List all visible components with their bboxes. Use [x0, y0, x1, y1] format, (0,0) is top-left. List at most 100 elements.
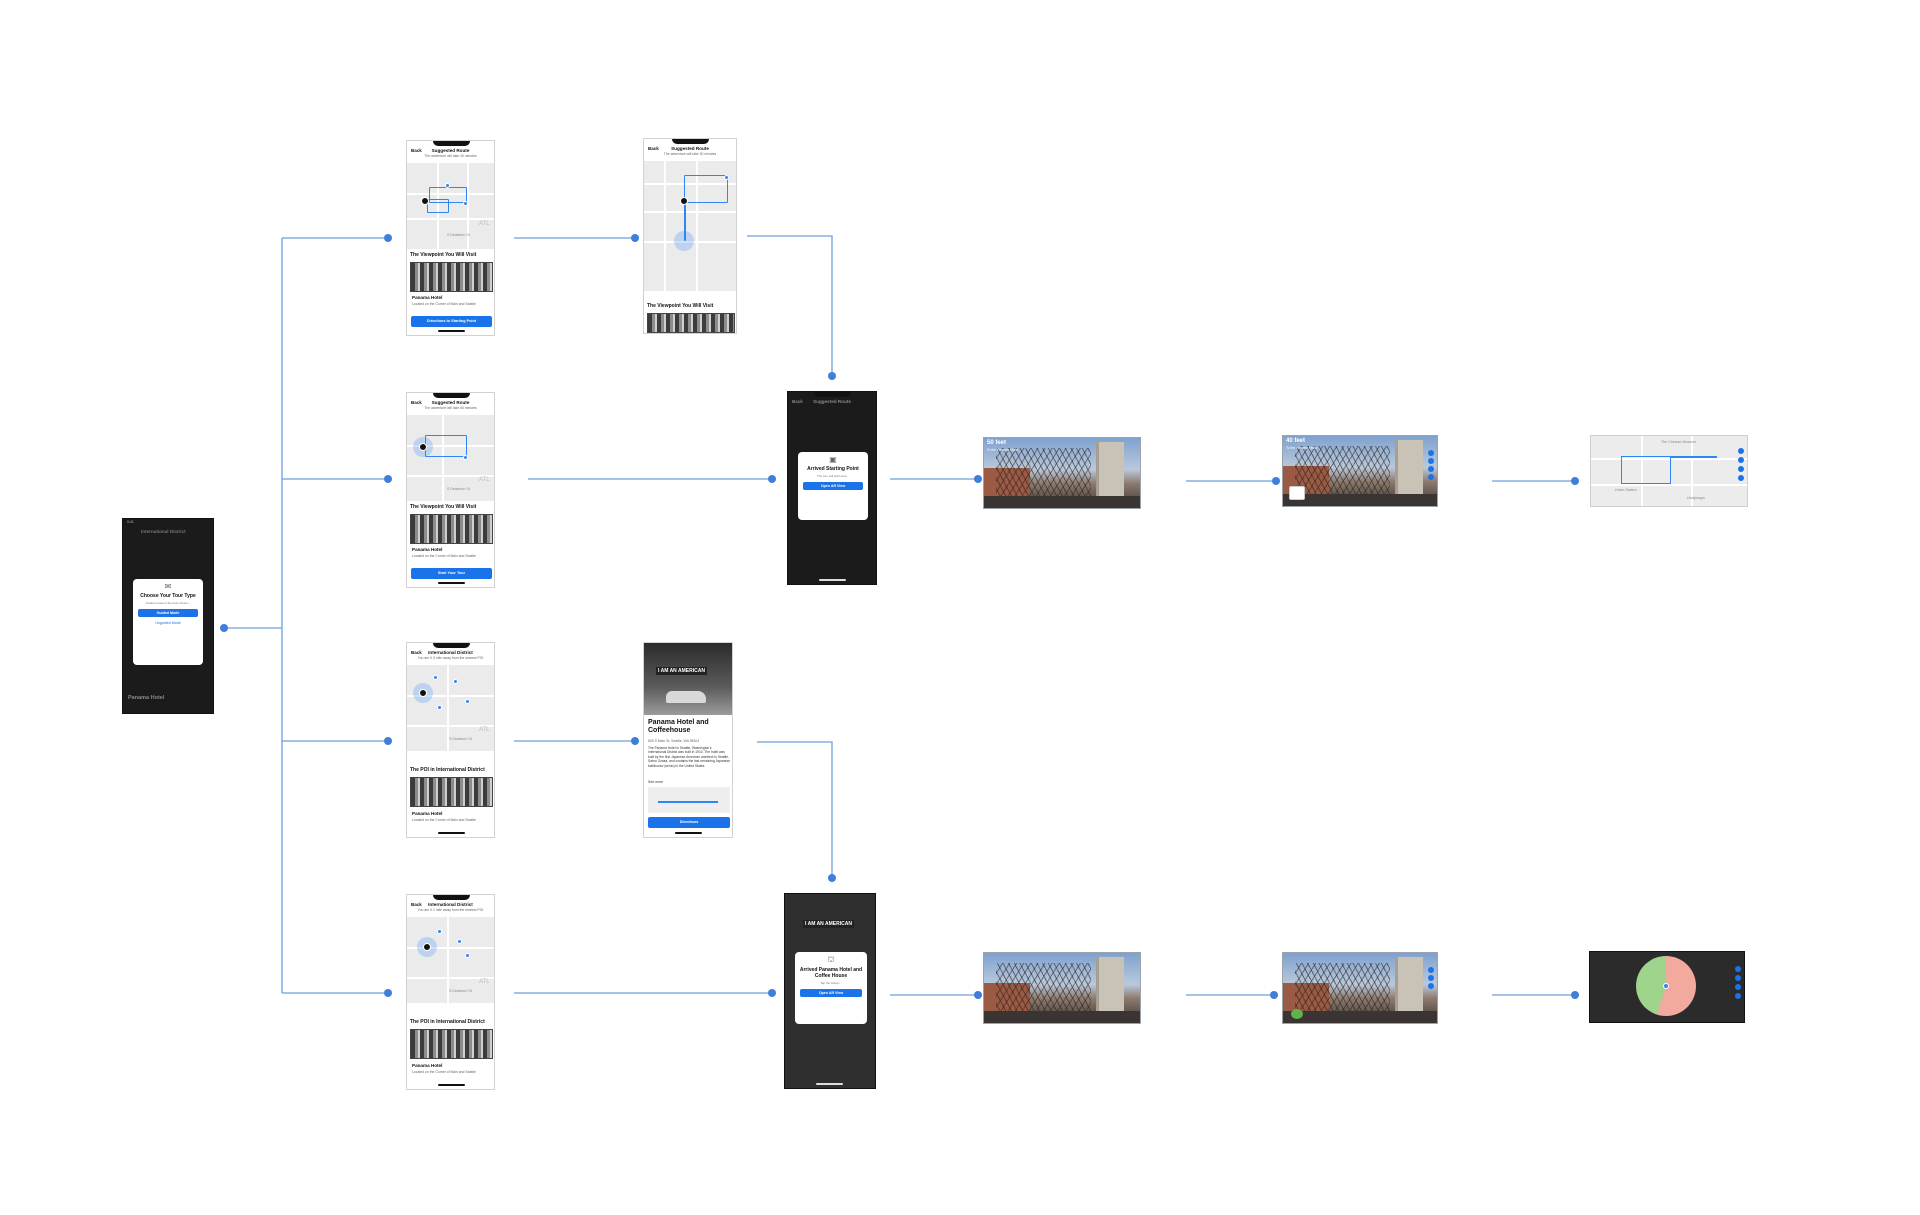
radar-toolbar: [1735, 966, 1742, 1002]
nav-title: Suggested Route: [431, 148, 470, 153]
poi-photo: [647, 313, 735, 333]
camera-icon[interactable]: [1735, 975, 1741, 981]
poi-map[interactable]: S Dearborn St ATL: [407, 917, 494, 1003]
ar-distance: 50 feet: [987, 440, 1007, 446]
arrived-start-modal: ▣ Arrived Starting Point The tour will s…: [798, 452, 868, 520]
poi-directions-button[interactable]: Directions: [648, 817, 730, 828]
back-button[interactable]: Back: [411, 902, 422, 907]
node-branch-4: [384, 989, 392, 997]
route-map[interactable]: S Dearborn St ATL: [407, 415, 494, 501]
poi-pin: [433, 675, 438, 680]
node-radar: [1571, 991, 1579, 999]
map-label: ATL: [479, 979, 490, 985]
poi-name: Panama Hotel: [412, 811, 443, 816]
layers-icon[interactable]: [1428, 450, 1434, 456]
current-location-pin: [419, 689, 427, 697]
ar-toolbar: [1428, 967, 1435, 991]
node-arrived-start-left: [768, 475, 776, 483]
layers-icon[interactable]: [1738, 448, 1744, 454]
node-arrived-poi-top: [828, 874, 836, 882]
ar-icon: ▣: [829, 455, 837, 464]
status-time: 9:41: [127, 520, 134, 524]
poi-photo: [410, 777, 493, 807]
open-ar-view-button[interactable]: Open AR View: [803, 481, 863, 490]
nav-title: Suggested Route: [813, 399, 851, 404]
arrived-poi-body: Tap the button...: [820, 981, 842, 985]
camera-icon[interactable]: [1738, 457, 1744, 463]
mini-map[interactable]: [1289, 486, 1305, 500]
nav-subtitle: The adventure will take 40 minutes: [424, 154, 477, 158]
nav-title: Suggested Route: [671, 146, 709, 151]
nav-title: International District: [428, 902, 473, 907]
map-view[interactable]: The Chinese Museum Union Station Uwajima…: [1590, 435, 1748, 507]
poi-detail-screen: I AM AN AMERICAN Panama Hotel and Coffee…: [643, 642, 733, 838]
poi-hero-photo: I AM AN AMERICAN: [644, 643, 732, 715]
nav-title: International District: [428, 650, 473, 655]
poi-subtitle: Located on the Corner of Main and Seattl…: [412, 302, 476, 306]
layers-icon[interactable]: [1735, 966, 1741, 972]
ar-view-4[interactable]: [1282, 952, 1438, 1024]
navigation-icon[interactable]: [1735, 984, 1741, 990]
close-icon[interactable]: [1428, 474, 1434, 480]
nav-subtitle: The adventure will take 30 minutes: [663, 152, 717, 156]
info-icon[interactable]: [1428, 466, 1434, 472]
nav-subtitle: You are 0.3 mile away from the nearest P…: [417, 656, 484, 660]
sheet-title: The Viewpoint You Will Visit: [410, 504, 477, 510]
unguided-mode-link[interactable]: Unguided Mode: [155, 620, 181, 625]
arrived-poi-modal: ⛫ Arrived Panama Hotel and Coffee House …: [795, 952, 867, 1024]
directions-screen: Back Suggested Route The adventure will …: [643, 138, 737, 334]
open-ar-view-button[interactable]: Open AR View: [800, 988, 862, 997]
back-button[interactable]: Back: [411, 650, 422, 655]
phone-notch: [814, 392, 851, 397]
back-button[interactable]: Back: [411, 400, 422, 405]
poi-pin: [445, 183, 450, 188]
guided-mode-button[interactable]: Guided Mode: [138, 608, 198, 617]
location-halo: [674, 231, 694, 251]
radar-view[interactable]: [1589, 951, 1745, 1023]
ar-view-1[interactable]: 50 feet To the Panama Hotel: [983, 437, 1141, 509]
start-footer-title: Panama Hotel: [128, 695, 165, 701]
nav-bar: Back International District You are 0.3 …: [407, 648, 494, 665]
car-icon: [666, 691, 706, 703]
info-icon[interactable]: [1428, 983, 1434, 989]
back-button[interactable]: Back: [411, 148, 422, 153]
map-label: S Dearborn St: [447, 487, 470, 491]
route-map[interactable]: S Dearborn St ATL: [407, 163, 494, 249]
home-indicator: [438, 582, 465, 584]
directions-button[interactable]: Directions to Starting Point: [411, 316, 492, 327]
map-label: The Chinese Museum: [1661, 440, 1697, 444]
route-line: [425, 435, 467, 457]
ar-view-2[interactable]: 40 feet To the Panama Hotel: [1282, 435, 1438, 507]
poi-pin: [463, 455, 468, 460]
arrived-poi-title: Arrived Panama Hotel and Coffee House: [799, 967, 863, 979]
poi-pin: [465, 953, 470, 958]
map-label: Union Station: [1615, 488, 1637, 492]
start-tour-button[interactable]: Start Your Tour: [411, 568, 492, 579]
sheet-title: The Viewpoint You Will Visit: [410, 252, 477, 258]
layers-icon[interactable]: [1428, 967, 1434, 973]
poi-banner-text: I AM AN AMERICAN: [803, 920, 854, 928]
node-directions: [631, 234, 639, 242]
back-button[interactable]: Back: [648, 146, 659, 151]
poi-pin: [463, 201, 468, 206]
route-line: [1671, 456, 1717, 458]
home-indicator: [438, 1084, 465, 1086]
directions-map[interactable]: [644, 161, 736, 291]
back-button[interactable]: Back: [792, 399, 803, 404]
poi-detail-address: 605 S Main St, Seattle, WA 98104: [648, 739, 700, 743]
start-screen: 9:41 International District ✉ Choose You…: [122, 518, 214, 714]
nav-subtitle: You are 0.1 mile away from the nearest P…: [417, 908, 484, 912]
camera-icon[interactable]: [1428, 458, 1434, 464]
route-line: [1621, 456, 1671, 484]
camera-icon[interactable]: [1428, 975, 1434, 981]
poi-photo: [410, 514, 493, 544]
see-more-link[interactable]: See more: [648, 780, 664, 784]
location-icon[interactable]: [1738, 475, 1744, 481]
poi-map[interactable]: S Dearborn St ATL: [407, 665, 494, 751]
ar-view-3[interactable]: [983, 952, 1141, 1024]
sheet-title: The POI in International District: [410, 1019, 485, 1025]
navigation-icon[interactable]: [1738, 466, 1744, 472]
close-icon[interactable]: [1735, 993, 1741, 999]
poi-mini-map[interactable]: [648, 787, 730, 813]
